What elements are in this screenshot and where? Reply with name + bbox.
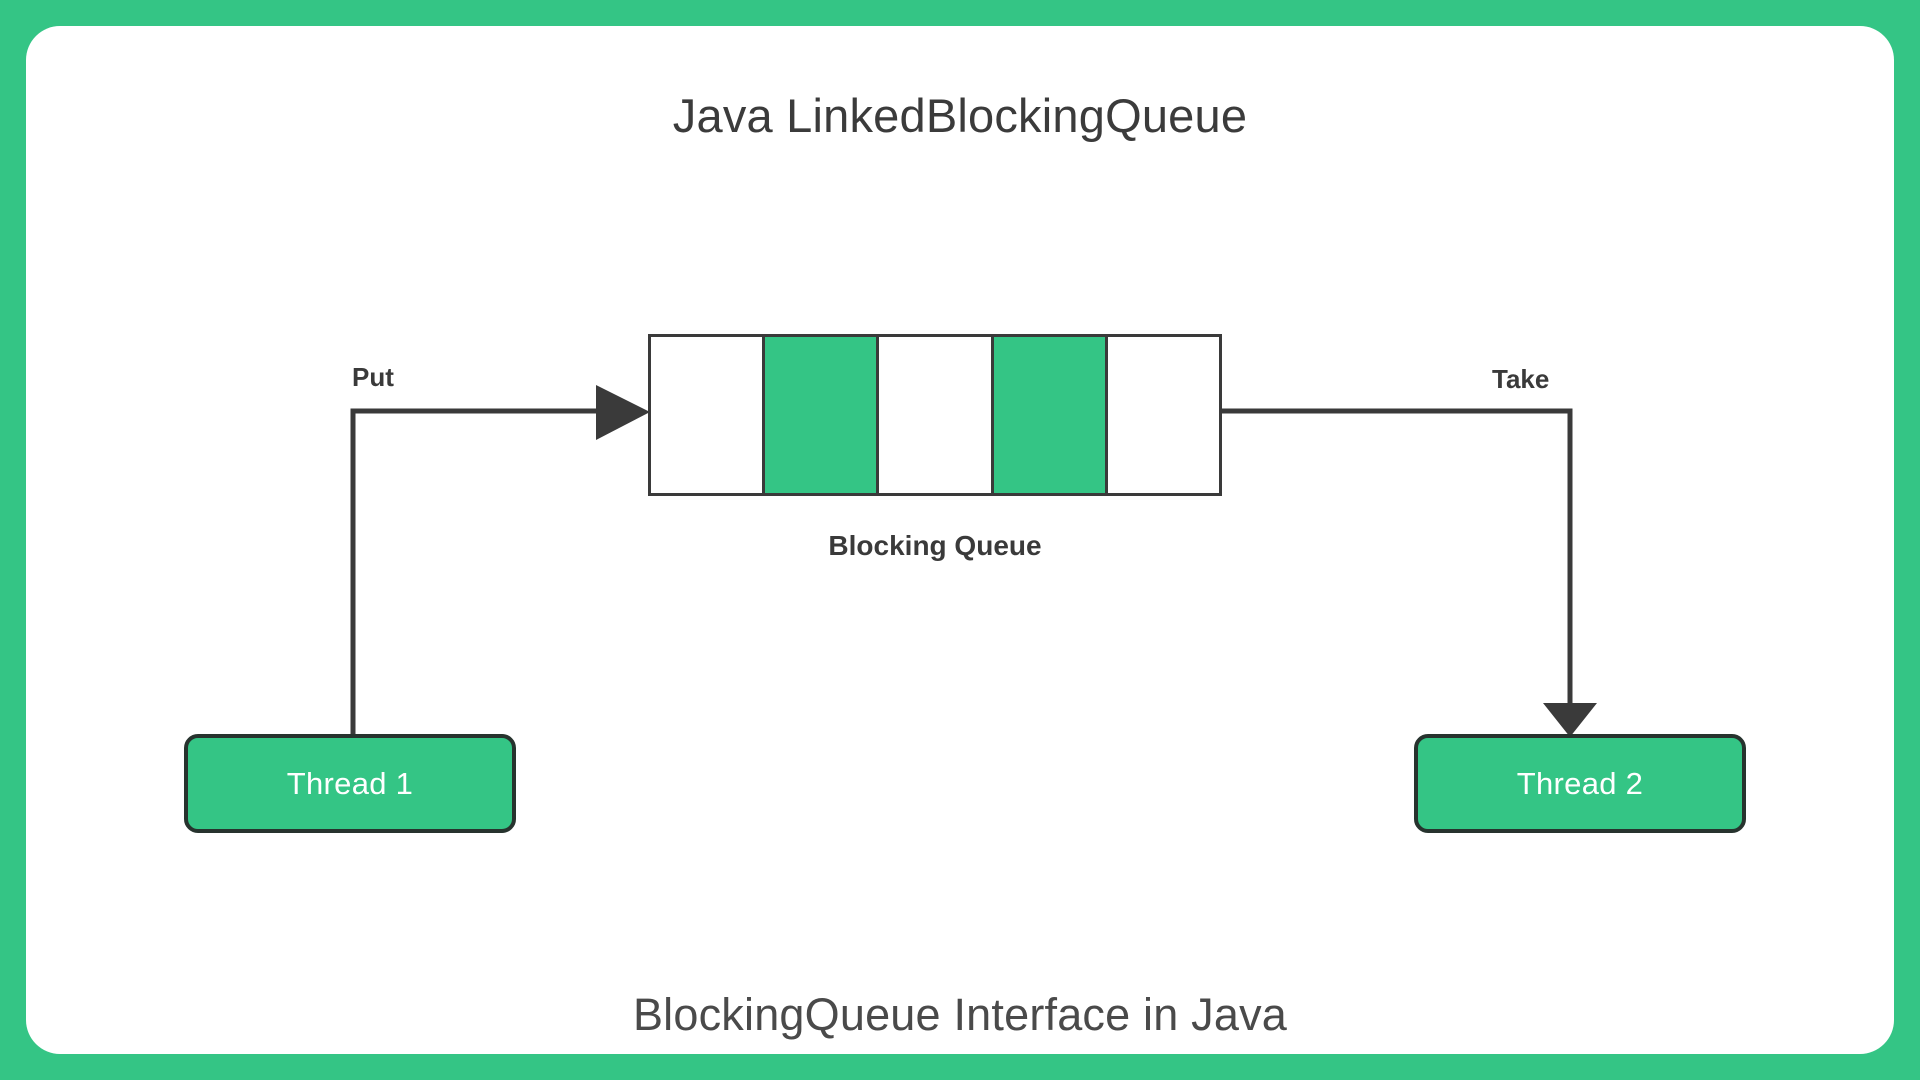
put-edge-label: Put (352, 362, 394, 392)
queue-cell-3 (879, 337, 994, 493)
put-connector-line (350, 408, 596, 735)
queue-cell-1 (651, 337, 766, 493)
thread-1-node: Thread 1 (184, 734, 516, 833)
queue-cell-4 (993, 337, 1108, 493)
take-arrowhead-icon (1543, 703, 1597, 737)
page-title: Java LinkedBlockingQueue (672, 89, 1248, 142)
take-connector-line (1222, 408, 1573, 703)
content-card: Java LinkedBlockingQueue Put Take Blocki… (26, 26, 1894, 1054)
take-edge-label: Take (1492, 364, 1550, 394)
blocking-queue (648, 334, 1222, 496)
queue-cell-2 (765, 337, 880, 493)
thread-2-node: Thread 2 (1414, 734, 1746, 833)
blocking-queue-label: Blocking Queue (828, 530, 1042, 561)
page-caption: BlockingQueue Interface in Java (632, 989, 1288, 1040)
put-arrowhead-icon (596, 385, 650, 440)
queue-cell-5 (1107, 337, 1220, 493)
diagram-area: Put Take Blocking Queue Thread 1 Thread … (26, 26, 1894, 1054)
